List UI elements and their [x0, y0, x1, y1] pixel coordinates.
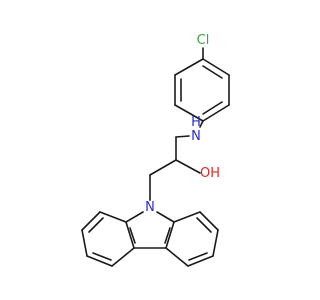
hydroxyl-label: OH [200, 166, 220, 181]
chlorine-label: Cl [197, 33, 210, 48]
c-n-bond [199, 120, 204, 128]
molecule-structure: Cl N H OH N [81, 33, 230, 267]
carbazole-ring-system [81, 199, 219, 267]
carbazole-n-label: N [145, 200, 155, 215]
propanol-chain [149, 135, 201, 201]
chlorophenyl-ring [174, 58, 230, 122]
amine-n-label: N [191, 129, 201, 144]
amine-h-label: H [191, 115, 201, 130]
